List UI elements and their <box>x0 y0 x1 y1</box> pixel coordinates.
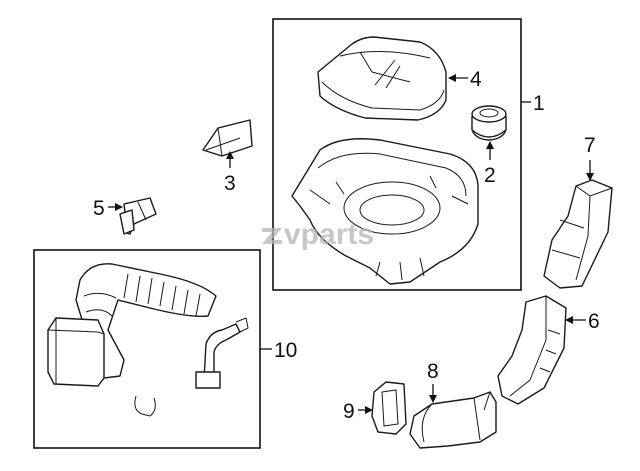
assembly-box-1 <box>272 18 522 291</box>
callout-3: 3 <box>224 172 236 195</box>
callout-4: 4 <box>470 68 482 91</box>
part-6-intake-duct[interactable] <box>497 295 567 405</box>
part-3-bracket[interactable] <box>202 119 253 157</box>
part-10-intake-duct-assembly[interactable] <box>47 263 249 417</box>
callout-6: 6 <box>588 310 600 333</box>
part-9-seal[interactable] <box>371 381 407 435</box>
callout-5: 5 <box>93 197 105 220</box>
part-2-grommet[interactable] <box>471 105 507 141</box>
part-7-inlet-duct[interactable] <box>543 179 613 289</box>
callout-10: 10 <box>274 339 297 362</box>
part-8-hose[interactable] <box>409 391 497 449</box>
part-1-cleaner-housing[interactable] <box>291 138 479 285</box>
part-4-cleaner-cover[interactable] <box>317 36 447 121</box>
callout-9: 9 <box>343 400 355 423</box>
part-5-airflow-sensor[interactable] <box>119 197 157 235</box>
watermark-text: vparts <box>284 218 374 251</box>
vparts-watermark: vparts <box>262 218 374 251</box>
callout-1: 1 <box>533 92 545 115</box>
callout-2: 2 <box>484 164 496 187</box>
callout-7: 7 <box>584 134 596 157</box>
vparts-logo-icon <box>262 228 282 244</box>
callout-8: 8 <box>427 360 439 383</box>
